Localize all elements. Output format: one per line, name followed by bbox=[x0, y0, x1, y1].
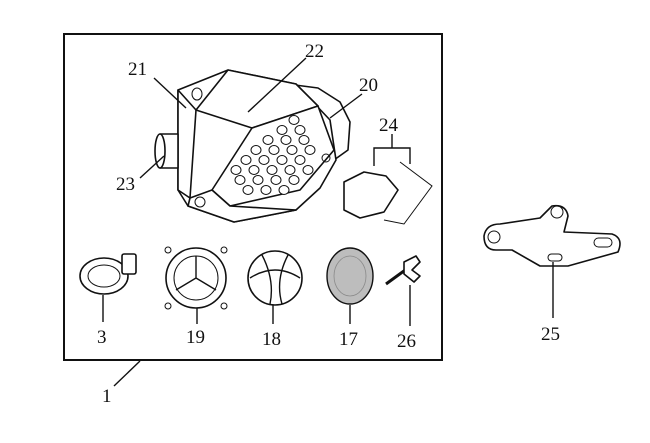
leader-21 bbox=[153, 77, 187, 109]
bracket-hole bbox=[550, 205, 564, 219]
mount-hole bbox=[191, 87, 203, 101]
callout-1: 1 bbox=[102, 386, 112, 407]
vent-hole bbox=[240, 155, 252, 165]
clamp-screw-housing bbox=[121, 253, 137, 275]
callout-25: 25 bbox=[541, 324, 560, 345]
air-filter-housing bbox=[154, 69, 351, 223]
intake-opening bbox=[154, 133, 166, 169]
gasket-bracket-line bbox=[373, 147, 411, 166]
vent-hole bbox=[280, 135, 292, 145]
callout-26: 26 bbox=[397, 331, 416, 352]
callout-3: 3 bbox=[97, 327, 107, 348]
bracket-plate bbox=[483, 204, 621, 267]
bracket-hole bbox=[487, 230, 501, 244]
clamp-band bbox=[79, 257, 129, 295]
callout-20: 20 bbox=[359, 75, 378, 96]
vent-hole bbox=[284, 165, 296, 175]
mount-hole bbox=[194, 196, 206, 208]
filter-grille bbox=[164, 246, 228, 324]
callout-21: 21 bbox=[128, 59, 147, 80]
cage-ribs bbox=[249, 254, 301, 305]
grille-tab bbox=[220, 246, 228, 254]
vent-hole bbox=[248, 165, 260, 175]
bracket-slot bbox=[593, 237, 613, 248]
vent-hole bbox=[288, 115, 300, 125]
callout-19: 19 bbox=[186, 327, 205, 348]
leader-1 bbox=[113, 360, 141, 387]
vent-hole bbox=[302, 165, 314, 175]
callout-24: 24 bbox=[379, 115, 399, 136]
gasket-strip bbox=[383, 161, 433, 225]
filter-disc-texture bbox=[333, 255, 367, 297]
housing-bottom-strip bbox=[187, 189, 297, 223]
vent-hole bbox=[234, 175, 246, 185]
leader-20 bbox=[329, 93, 363, 119]
vent-hole bbox=[294, 125, 306, 135]
vent-hole bbox=[260, 185, 272, 195]
vent-hole bbox=[278, 185, 290, 195]
vent-hole bbox=[276, 155, 288, 165]
leader-23 bbox=[139, 155, 165, 179]
clamp-band-inner bbox=[87, 264, 121, 288]
vent-hole bbox=[266, 165, 278, 175]
mounting-bracket bbox=[483, 204, 621, 318]
vent-hole bbox=[252, 175, 264, 185]
grille-tab bbox=[164, 246, 172, 254]
gasket-outer bbox=[343, 171, 399, 219]
vent-hole bbox=[298, 135, 310, 145]
vent-hole bbox=[294, 155, 306, 165]
grille-spokes bbox=[175, 256, 217, 291]
grille-tab bbox=[220, 302, 228, 310]
housing-top-flap bbox=[195, 69, 319, 129]
vent-hole bbox=[270, 175, 282, 185]
callout-22: 22 bbox=[305, 41, 324, 62]
vent-hole bbox=[258, 155, 270, 165]
leader-22 bbox=[247, 57, 307, 113]
vent-hole bbox=[276, 125, 288, 135]
grille-tab bbox=[164, 302, 172, 310]
hose-clamp bbox=[79, 253, 137, 322]
bolt-wing-head bbox=[403, 255, 421, 283]
cage-ring bbox=[247, 250, 303, 306]
vent-hole bbox=[230, 165, 242, 175]
bracket-slot bbox=[547, 253, 563, 262]
filter-element bbox=[326, 247, 374, 324]
vent-hole bbox=[286, 145, 298, 155]
callout-18: 18 bbox=[262, 329, 281, 350]
wing-bolt bbox=[385, 255, 421, 326]
vent-hole bbox=[262, 135, 274, 145]
filter-cage bbox=[247, 250, 303, 324]
assembly-frame bbox=[63, 33, 443, 361]
housing-gasket bbox=[343, 134, 433, 225]
vent-hole bbox=[304, 145, 316, 155]
vent-hole bbox=[288, 175, 300, 185]
callout-23: 23 bbox=[116, 174, 135, 195]
callout-17: 17 bbox=[339, 329, 358, 350]
vent-hole bbox=[242, 185, 254, 195]
vent-hole bbox=[250, 145, 262, 155]
vent-hole-grid bbox=[230, 115, 316, 195]
vent-hole bbox=[268, 145, 280, 155]
mount-hole bbox=[321, 153, 331, 163]
